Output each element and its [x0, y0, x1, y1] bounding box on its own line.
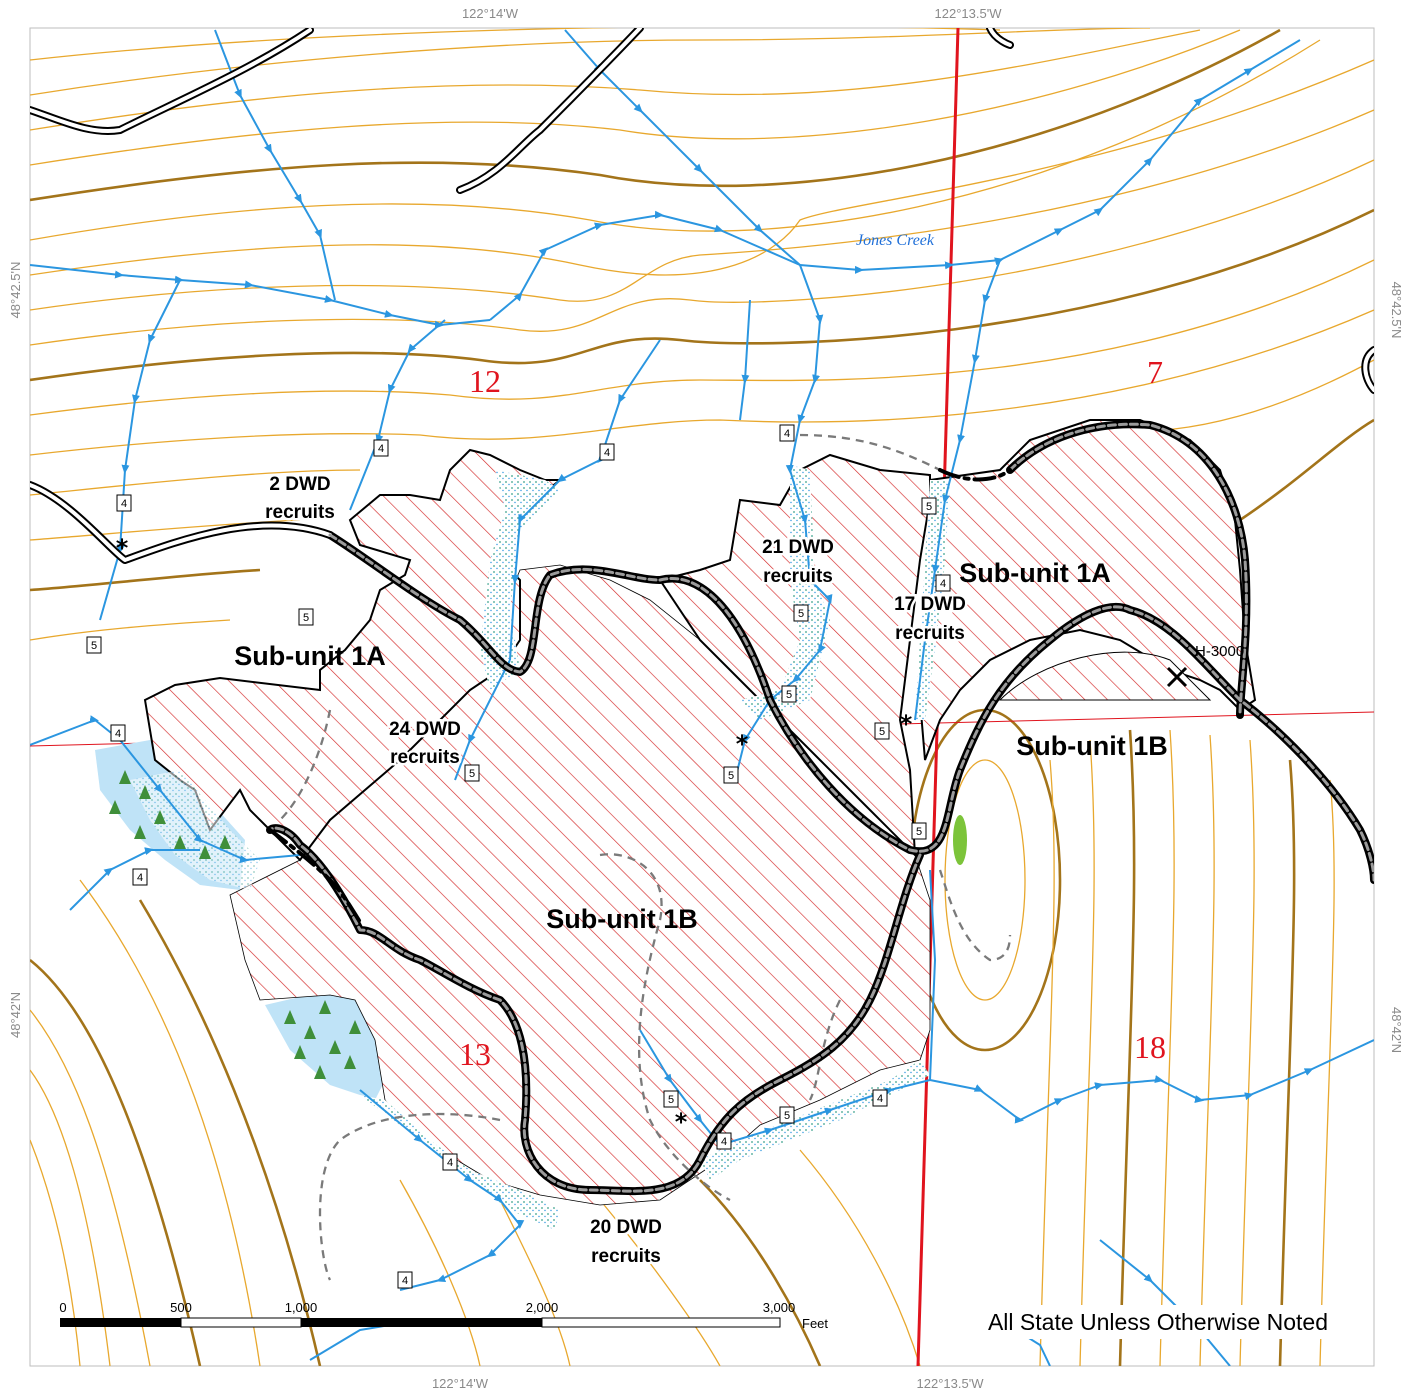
stream-type-box: 5: [723, 766, 739, 784]
svg-text:4: 4: [402, 1275, 408, 1287]
svg-text:21 DWD: 21 DWD: [762, 537, 834, 558]
ownership-note: All State Unless Otherwise Noted: [988, 1309, 1328, 1335]
road-label-h3000: H-3000: [1195, 643, 1244, 660]
harvest-unit-1a-east-inner: [998, 651, 1212, 701]
svg-text:2 DWD: 2 DWD: [269, 474, 330, 495]
svg-text:17 DWD: 17 DWD: [894, 594, 966, 615]
section-number-18: 18: [1134, 1029, 1166, 1065]
section-number-13: 13: [459, 1036, 491, 1072]
svg-text:5: 5: [786, 689, 792, 701]
svg-text:4: 4: [378, 443, 384, 455]
scale-unit-label: Feet: [802, 1316, 828, 1331]
lon-label-top-right: 122°13.5'W: [935, 6, 1003, 21]
stream-type-box: 4: [716, 1132, 732, 1150]
stream-type-box: 5: [779, 1106, 795, 1124]
stream-crossing-symbols: * * * *: [116, 534, 913, 1136]
svg-text:5: 5: [784, 1110, 790, 1122]
svg-text:recruits: recruits: [390, 747, 460, 768]
stream-type-box: 4: [110, 724, 126, 742]
lat-label-right-upper: 48°42.5'N: [1389, 282, 1404, 339]
svg-text:5: 5: [728, 770, 734, 782]
scale-tick-label: 0: [59, 1300, 66, 1315]
sub-unit-1a-label-east: Sub-unit 1A: [959, 558, 1110, 588]
svg-text:4: 4: [784, 428, 790, 440]
svg-text:recruits: recruits: [591, 1246, 661, 1267]
svg-text:recruits: recruits: [265, 502, 335, 523]
section-number-12: 12: [469, 363, 501, 399]
svg-text:5: 5: [798, 608, 804, 620]
stream-type-box: 4: [935, 574, 951, 592]
sub-unit-1a-label-west: Sub-unit 1A: [234, 641, 385, 671]
green-patch: [953, 815, 967, 865]
svg-text:5: 5: [469, 768, 475, 780]
dwd-label: 17 DWD recruits: [892, 592, 969, 647]
svg-text:4: 4: [121, 498, 127, 510]
stream-type-box: 4: [442, 1153, 458, 1171]
stream-type-box: 4: [373, 439, 389, 457]
svg-text:*: *: [736, 730, 749, 758]
svg-text:5: 5: [303, 612, 309, 624]
scale-tick-label: 3,000: [763, 1300, 796, 1315]
stream-type-box: 5: [298, 608, 314, 626]
stream-type-box: 5: [911, 822, 927, 840]
stream-type-box: 5: [781, 685, 797, 703]
svg-text:4: 4: [721, 1136, 727, 1148]
dwd-label: 20 DWD recruits: [588, 1215, 665, 1270]
scale-bar: 0 500 1,000 2,000 3,000 Feet: [59, 1300, 828, 1331]
svg-text:4: 4: [877, 1093, 883, 1105]
svg-text:4: 4: [604, 447, 610, 459]
stream-type-box: 5: [793, 604, 809, 622]
svg-text:recruits: recruits: [763, 566, 833, 587]
lat-label-left-upper: 48°42.5'N: [8, 262, 23, 319]
svg-text:5: 5: [916, 826, 922, 838]
scale-tick-label: 500: [170, 1300, 192, 1315]
sub-unit-1b-label-east: Sub-unit 1B: [1016, 731, 1167, 761]
lon-label-top-left: 122°14'W: [462, 6, 519, 21]
stream-type-box: 4: [599, 443, 615, 461]
scale-tick-label: 1,000: [285, 1300, 318, 1315]
sub-unit-1b-label-center: Sub-unit 1B: [546, 904, 697, 934]
stream-type-boxes: 4 4 5 4 4 4 5 5 4 5 5 4 5 5 4 5 5 5 4 4 5 4: [86, 424, 951, 1289]
dwd-label: 24 DWD recruits: [387, 717, 464, 771]
svg-text:*: *: [116, 534, 129, 562]
stream-type-box: 5: [86, 636, 102, 654]
lon-label-bottom-right: 122°13.5'W: [917, 1376, 985, 1391]
svg-text:24 DWD: 24 DWD: [389, 719, 461, 740]
stream-type-box: 4: [116, 494, 132, 512]
stream-type-box: 4: [397, 1271, 413, 1289]
svg-text:*: *: [900, 710, 913, 738]
creek-label: Jones Creek: [856, 232, 935, 249]
lat-label-left-lower: 48°42'N: [8, 992, 23, 1038]
scale-tick-label: 2,000: [526, 1300, 559, 1315]
roads: [30, 28, 1374, 1196]
svg-text:4: 4: [137, 872, 143, 884]
stream-type-box: 4: [132, 868, 148, 886]
svg-text:4: 4: [115, 728, 121, 740]
streams: [30, 29, 1374, 1366]
lat-label-right-lower: 48°42'N: [1389, 1007, 1404, 1053]
svg-text:5: 5: [91, 640, 97, 652]
section-number-7: 7: [1147, 354, 1163, 390]
svg-text:5: 5: [879, 726, 885, 738]
lon-label-bottom-left: 122°14'W: [432, 1376, 489, 1391]
svg-text:*: *: [675, 1108, 688, 1136]
dwd-label: 2 DWD recruits: [263, 472, 338, 526]
dwd-label: 21 DWD recruits: [760, 535, 837, 590]
svg-text:5: 5: [668, 1094, 674, 1106]
stream-type-box: 5: [874, 722, 890, 740]
svg-text:4: 4: [940, 578, 946, 590]
stream-type-box: 4: [779, 424, 795, 442]
svg-text:5: 5: [926, 501, 932, 513]
rock-pit-icon: [1166, 666, 1188, 688]
svg-text:4: 4: [447, 1157, 453, 1169]
svg-text:recruits: recruits: [895, 623, 965, 644]
stream-type-box: 4: [872, 1089, 888, 1107]
svg-text:20 DWD: 20 DWD: [590, 1217, 662, 1238]
stream-type-box: 5: [464, 764, 480, 782]
stream-type-box: 5: [921, 497, 937, 515]
stream-type-box: 5: [663, 1090, 679, 1108]
